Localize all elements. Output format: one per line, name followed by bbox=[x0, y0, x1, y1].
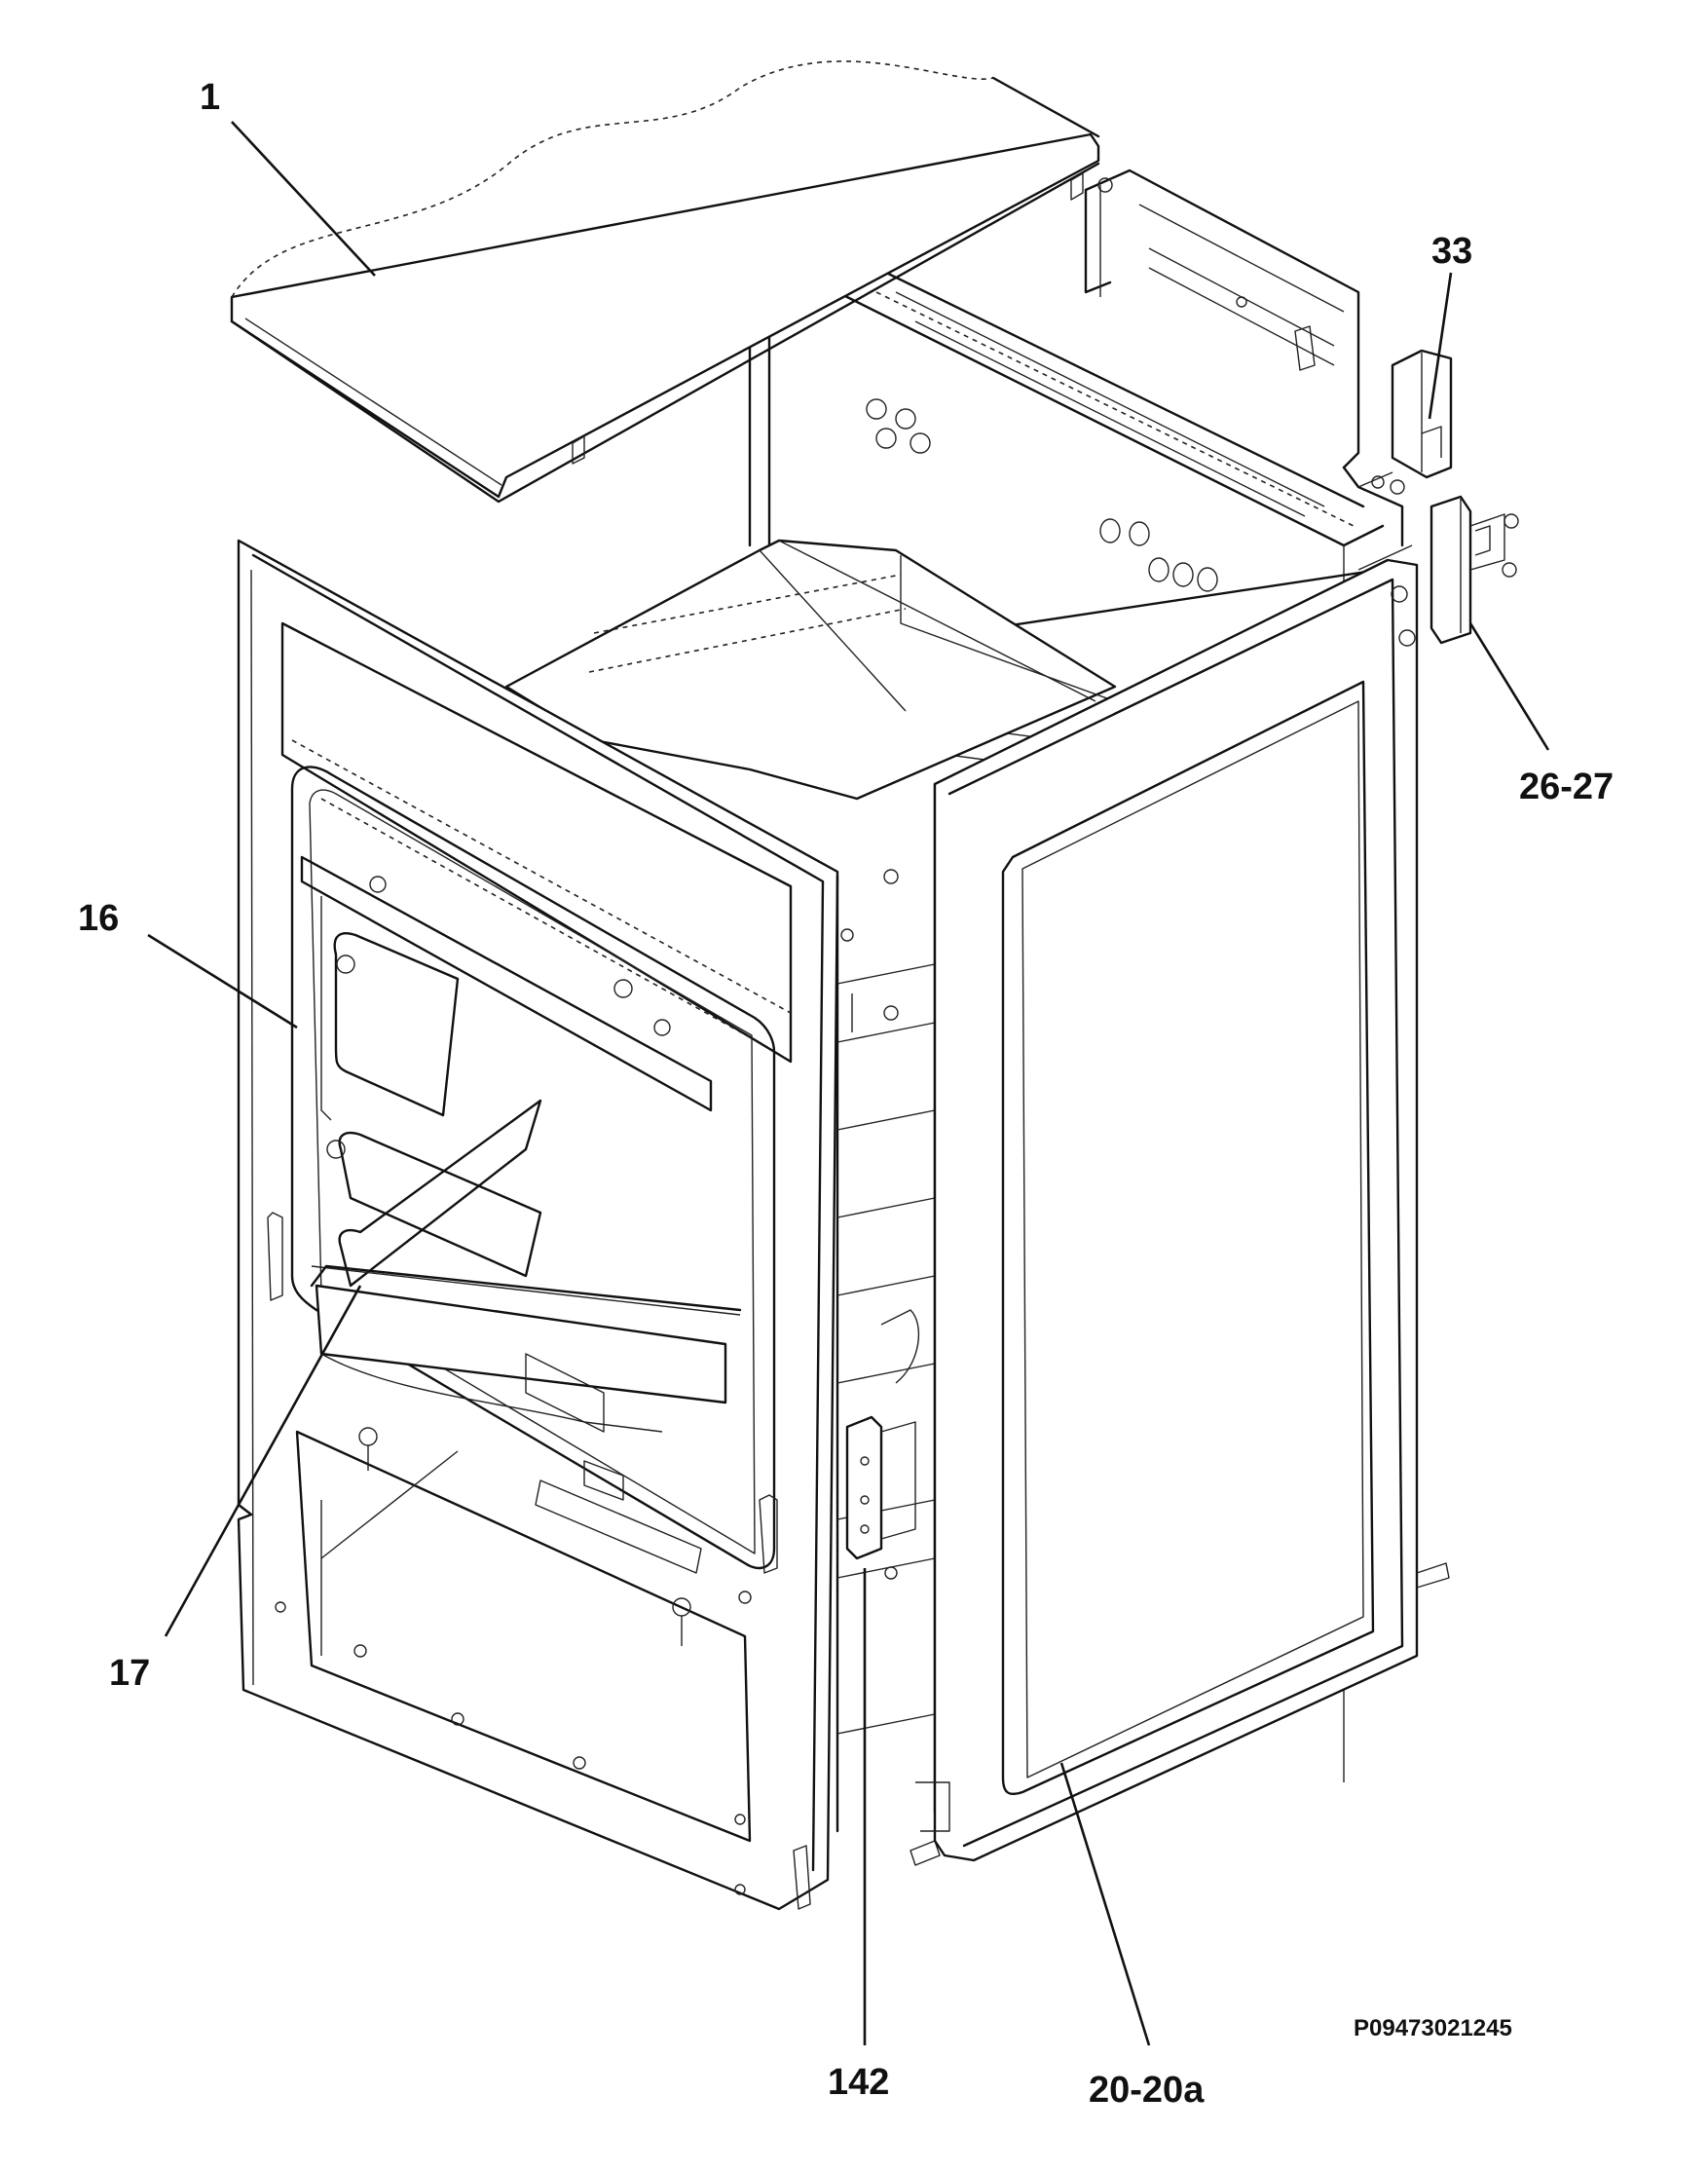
front-frame bbox=[237, 539, 839, 1911]
top-panel bbox=[230, 60, 1113, 504]
callout-labels: 1 33 26-27 16 17 142 20-20a P09473021245 bbox=[78, 77, 1614, 2111]
leader-lines bbox=[147, 121, 1550, 2046]
hinge-bracket-26-27 bbox=[1430, 495, 1519, 645]
callout-142: 142 bbox=[828, 2062, 889, 2103]
hinge-channel bbox=[835, 782, 941, 1866]
callout-17: 17 bbox=[109, 1653, 150, 1694]
callout-1: 1 bbox=[200, 77, 220, 118]
callout-33: 33 bbox=[1431, 231, 1472, 272]
callout-20-20a: 20-20a bbox=[1089, 2070, 1205, 2111]
bracket-33 bbox=[1391, 349, 1453, 479]
drawing-code: P09473021245 bbox=[1354, 2015, 1512, 2041]
rear-bracket-box bbox=[1084, 168, 1405, 547]
callout-26-27: 26-27 bbox=[1519, 767, 1614, 807]
callout-16: 16 bbox=[78, 898, 119, 939]
inner-tray bbox=[504, 539, 1117, 801]
side-panel bbox=[915, 544, 1450, 1862]
